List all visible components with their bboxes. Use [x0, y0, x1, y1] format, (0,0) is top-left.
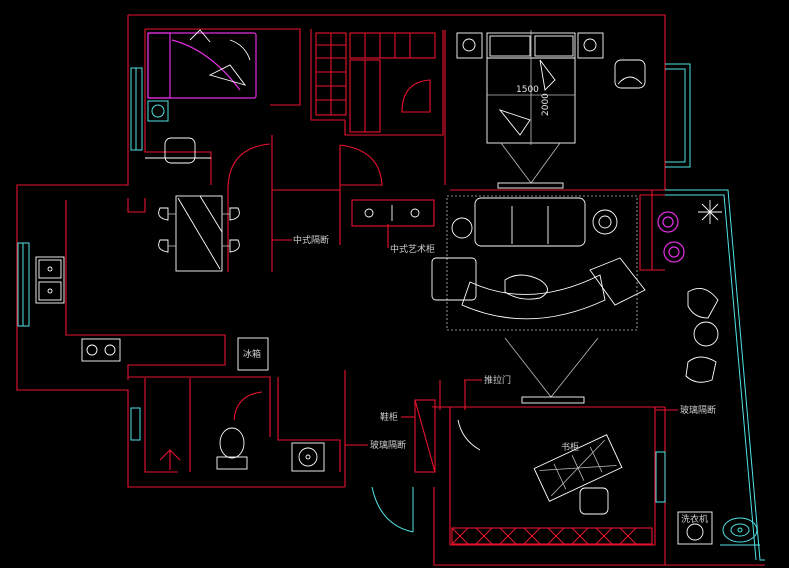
study: 书柜 洗衣机 — [451, 434, 760, 546]
door-swings — [227, 79, 481, 451]
shoe-cabinet-label: 鞋柜 — [380, 411, 398, 423]
annotations: 中式隔断 中式艺术柜 推拉门 鞋柜 玻璃隔断 玻璃隔断 — [272, 224, 716, 451]
bathroom — [159, 427, 325, 472]
balcony-plant-icon — [698, 200, 722, 224]
windows — [17, 63, 765, 561]
living-room — [351, 195, 722, 473]
washing-machine-label: 洗衣机 — [681, 513, 708, 525]
dining-table — [158, 195, 240, 272]
glass-partition-label-1: 玻璃隔断 — [370, 439, 406, 451]
bed-length-dimension: 2000 — [541, 93, 551, 116]
glass-partition-label-2: 玻璃隔断 — [680, 404, 716, 416]
outer-walls — [16, 14, 765, 566]
study-label: 书柜 — [561, 441, 579, 453]
second-bedroom-bed — [145, 29, 257, 164]
wardrobe — [315, 32, 436, 133]
kitchen: 冰箱 — [35, 256, 269, 371]
bed-width-dimension: 1500 — [516, 85, 539, 95]
chinese-cabinet-label: 中式艺术柜 — [390, 243, 435, 255]
chinese-partition-label: 中式隔断 — [293, 234, 329, 246]
master-bed: 1500 2000 — [456, 30, 646, 189]
fridge-label: 冰箱 — [243, 348, 261, 360]
sliding-door-label: 推拉门 — [484, 374, 511, 386]
